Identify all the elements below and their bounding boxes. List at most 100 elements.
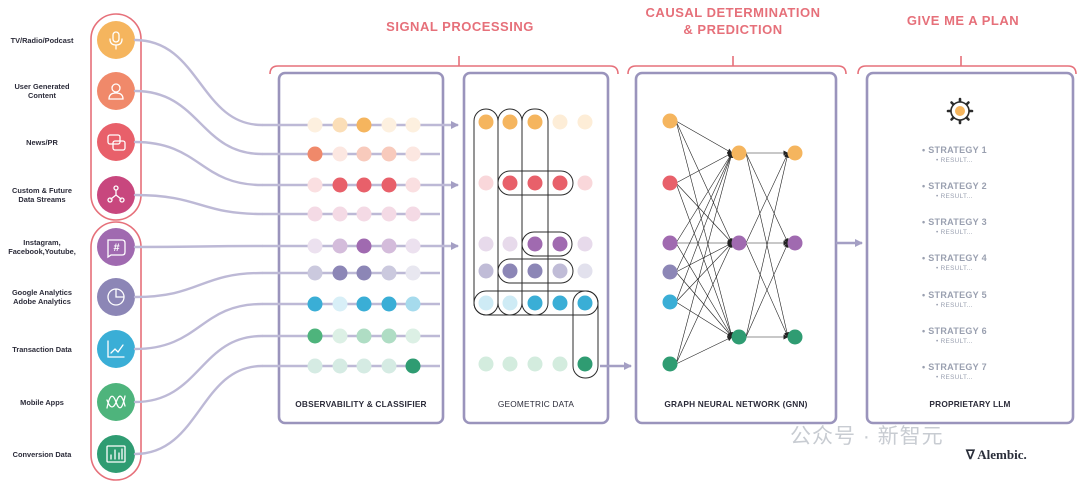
node-right <box>119 197 125 203</box>
bracket-plan <box>857 56 1077 75</box>
input-source-9 <box>97 435 135 473</box>
strategy-name: • STRATEGY 6 <box>922 326 987 336</box>
classifier-dot <box>307 238 323 254</box>
gnn-output-node <box>787 235 803 251</box>
classifier-dot <box>332 328 348 344</box>
strategy-item: • STRATEGY 4• RESULT... <box>922 253 1032 272</box>
geo-group-row-2 <box>497 170 574 196</box>
geometric-dot <box>527 356 543 372</box>
classifier-dot <box>405 328 421 344</box>
wave-icon <box>106 395 126 409</box>
user-icon <box>108 83 124 100</box>
gnn-input-node <box>662 235 678 251</box>
alembic-logo: ∇ Alembic. <box>966 447 1027 463</box>
input-source-3 <box>97 123 135 161</box>
input-label: News/PR <box>26 138 58 147</box>
bracket-signal-processing <box>269 56 619 75</box>
gnn-output-node <box>787 145 803 161</box>
strategy-result: • RESULT... <box>936 229 973 236</box>
classifier-dot <box>356 117 372 133</box>
bubble-2 <box>112 140 126 151</box>
classifier-dot <box>356 146 372 162</box>
panel-label-geometric: GEOMETRIC DATA <box>497 399 575 409</box>
strategy-name: • STRATEGY 1 <box>922 145 987 155</box>
input-label: Instagram, Facebook,Youtube, <box>8 238 76 256</box>
gnn-edge <box>675 242 733 365</box>
classifier-dot <box>332 146 348 162</box>
geometric-dot <box>577 263 593 279</box>
connector-curve <box>133 364 264 456</box>
connector-curve <box>133 140 264 187</box>
gnn-output-node <box>787 329 803 345</box>
geometric-dot <box>527 263 543 279</box>
chat-bubbles-icon <box>107 134 126 151</box>
input-group-outline-1 <box>90 13 142 221</box>
gnn-input-node <box>662 356 678 372</box>
wave-2 <box>106 395 126 408</box>
strategy-item: • STRATEGY 3 • RESULT... <box>922 217 1032 236</box>
classifier-dot <box>405 177 421 193</box>
geometric-dot <box>552 356 568 372</box>
gnn-edge <box>675 242 733 303</box>
gnn-edge <box>745 152 789 244</box>
strategy-item: • STRATEGY 5 • RESULT... <box>922 290 1032 309</box>
gnn-hidden-node <box>731 235 747 251</box>
mic-body <box>112 31 120 43</box>
strategy-result: • RESULT... <box>936 302 973 309</box>
panel-label-llm: PROPRIETARY LLM <box>929 399 1011 409</box>
input-circle <box>97 330 135 368</box>
strategy-result: • RESULT... <box>936 157 973 164</box>
classifier-dot <box>381 238 397 254</box>
strategy-name: • STRATEGY 2 <box>922 181 987 191</box>
strategy-item: • STRATEGY 7• RESULT... <box>922 362 1032 381</box>
classifier-dot <box>307 146 323 162</box>
connector-curve <box>133 271 264 299</box>
classifier-dot <box>332 177 348 193</box>
gear-icon <box>946 97 974 125</box>
geo-group-row-4 <box>497 258 574 284</box>
hash-glyph: # <box>113 242 119 254</box>
strategy-result: • RESULT... <box>936 193 973 200</box>
input-label: User Generated Content <box>14 82 70 100</box>
node-links <box>110 189 122 200</box>
geometric-dot <box>527 236 543 252</box>
gnn-input-node <box>662 294 678 310</box>
bubble-1 <box>107 134 121 145</box>
geometric-dot <box>552 114 568 130</box>
geometric-dot <box>552 263 568 279</box>
classifier-dot <box>332 296 348 312</box>
gnn-edge <box>675 120 734 338</box>
classifier-dot <box>381 117 397 133</box>
geometric-dot <box>577 114 593 130</box>
gnn-edge <box>675 152 733 184</box>
classifier-dot <box>405 146 421 162</box>
classifier-dot <box>307 265 323 281</box>
input-source-1 <box>97 21 135 59</box>
panel-label-gnn: GRAPH NEURAL NETWORK (GNN) <box>664 399 808 409</box>
bar-frame <box>106 445 126 463</box>
input-source-5: # <box>97 228 135 266</box>
input-circle <box>97 123 135 161</box>
user-head <box>111 83 121 93</box>
gnn-edge <box>675 120 733 154</box>
strategy-name: • STRATEGY 3 <box>922 217 987 227</box>
gnn-input-node <box>662 175 678 191</box>
panel-label-classifier: OBSERVABILITY & CLASSIFIER <box>295 399 427 409</box>
input-label: Google Analytics Adobe Analytics <box>11 288 73 306</box>
geometric-dot <box>502 114 518 130</box>
gear-center <box>955 106 965 116</box>
geometric-dot <box>502 356 518 372</box>
pie-chart-icon <box>107 288 125 306</box>
geometric-data <box>473 108 599 379</box>
input-group-outline-2 <box>90 221 142 481</box>
classifier-dot <box>356 328 372 344</box>
gnn-edge <box>745 242 789 338</box>
connector-curve <box>133 334 264 404</box>
geometric-dot <box>577 236 593 252</box>
strategy-name: • STRATEGY 5 <box>922 290 987 300</box>
strategy-result: • RESULT... <box>936 338 973 345</box>
trend-chart-icon <box>107 340 125 358</box>
classifier-dot <box>332 117 348 133</box>
gnn-hidden-node <box>731 329 747 345</box>
